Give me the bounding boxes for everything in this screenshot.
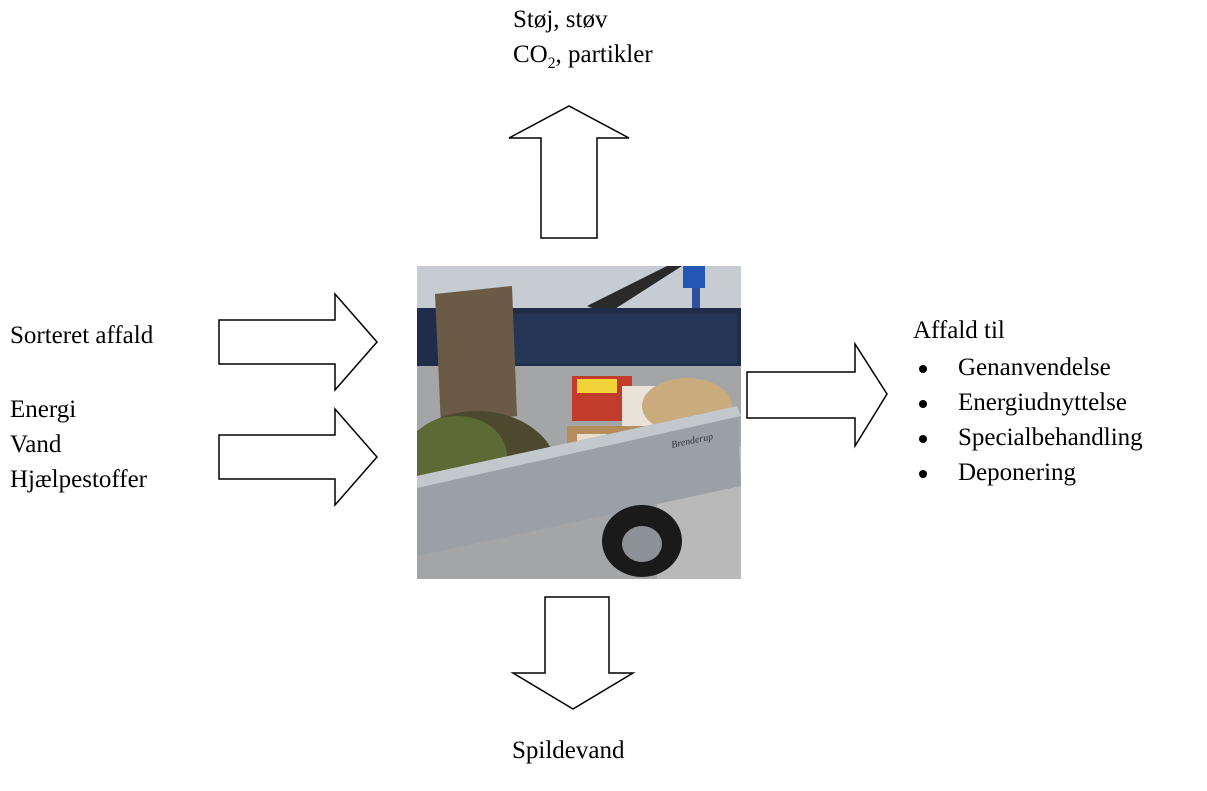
- input-energy: Energi: [10, 396, 77, 423]
- down-arrow: [510, 596, 636, 710]
- sorted-waste-label: Sorteret affald: [10, 322, 154, 349]
- right-arrow-inputs: [218, 407, 378, 507]
- recycling-trailer-photo: Brenderup: [417, 266, 741, 579]
- list-item-landfill: Deponering: [913, 455, 1143, 490]
- right-arrow-sorted-waste: [218, 292, 378, 392]
- list-item-special-treatment: Specialbehandling: [913, 420, 1143, 455]
- inputs-label: Energi Vand Hjælpestoffer: [10, 392, 147, 497]
- list-item-recycling: Genanvendelse: [913, 350, 1143, 385]
- right-arrow-output: [746, 341, 888, 449]
- emissions-line-1: Støj, støv: [513, 6, 608, 33]
- up-arrow: [508, 105, 630, 239]
- emissions-line-2: CO2, partikler: [513, 41, 653, 72]
- output-waste-list: Genanvendelse Energiudnyttelse Specialbe…: [913, 350, 1143, 490]
- list-item-energy-recovery: Energiudnyttelse: [913, 385, 1143, 420]
- input-auxiliary: Hjælpestoffer: [10, 466, 148, 493]
- wastewater-label: Spildevand: [512, 737, 625, 764]
- output-waste-heading: Affald til: [913, 317, 1005, 344]
- emissions-label: Støj, støv CO2, partikler: [513, 2, 653, 72]
- input-water: Vand: [10, 431, 62, 458]
- trailer-illustration: Brenderup: [417, 266, 741, 579]
